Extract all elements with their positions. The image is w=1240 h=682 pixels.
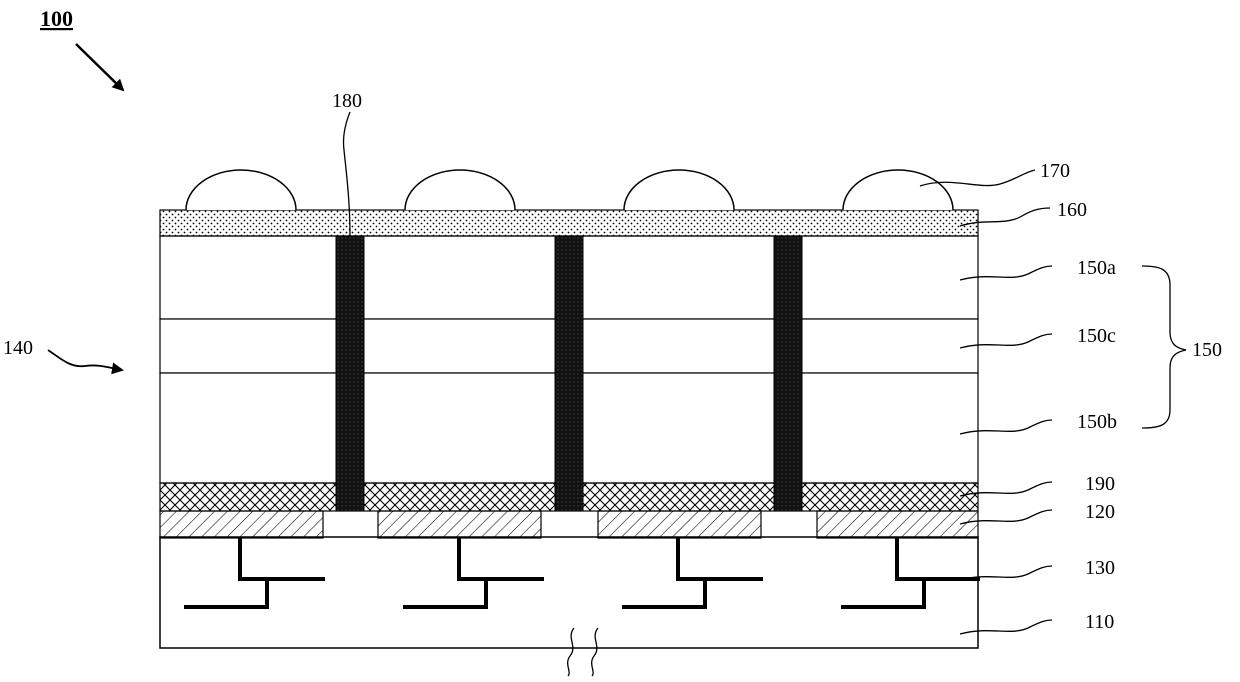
label-190: 190	[1085, 473, 1115, 495]
label-180: 180	[332, 90, 362, 112]
pillar-180-1	[336, 236, 364, 511]
figure-title: 100	[40, 6, 73, 31]
pad-120-4	[817, 511, 978, 538]
layer-160	[160, 210, 978, 236]
pillar-180-3	[774, 236, 802, 511]
title-arrow	[76, 44, 123, 90]
label-150b: 150b	[1077, 411, 1117, 433]
pad-120-2	[378, 511, 541, 538]
pillar-180-2	[555, 236, 583, 511]
microlens-170-4	[843, 170, 953, 210]
label-150a: 150a	[1077, 257, 1116, 279]
microlens-170-3	[624, 170, 734, 210]
pad-120-3	[598, 511, 761, 538]
substrate-110	[160, 537, 978, 648]
brace-150	[1142, 266, 1186, 428]
label-160: 160	[1057, 199, 1087, 221]
arrow-140	[48, 350, 122, 370]
label-150: 150	[1192, 339, 1222, 361]
label-170: 170	[1040, 160, 1070, 182]
label-110: 110	[1085, 611, 1114, 633]
label-130: 130	[1085, 557, 1115, 579]
microlens-170-2	[405, 170, 515, 210]
microlens-170-1	[186, 170, 296, 210]
label-140: 140	[3, 337, 33, 359]
pad-120-1	[160, 511, 323, 538]
label-150c: 150c	[1077, 325, 1116, 347]
label-120: 120	[1085, 501, 1115, 523]
